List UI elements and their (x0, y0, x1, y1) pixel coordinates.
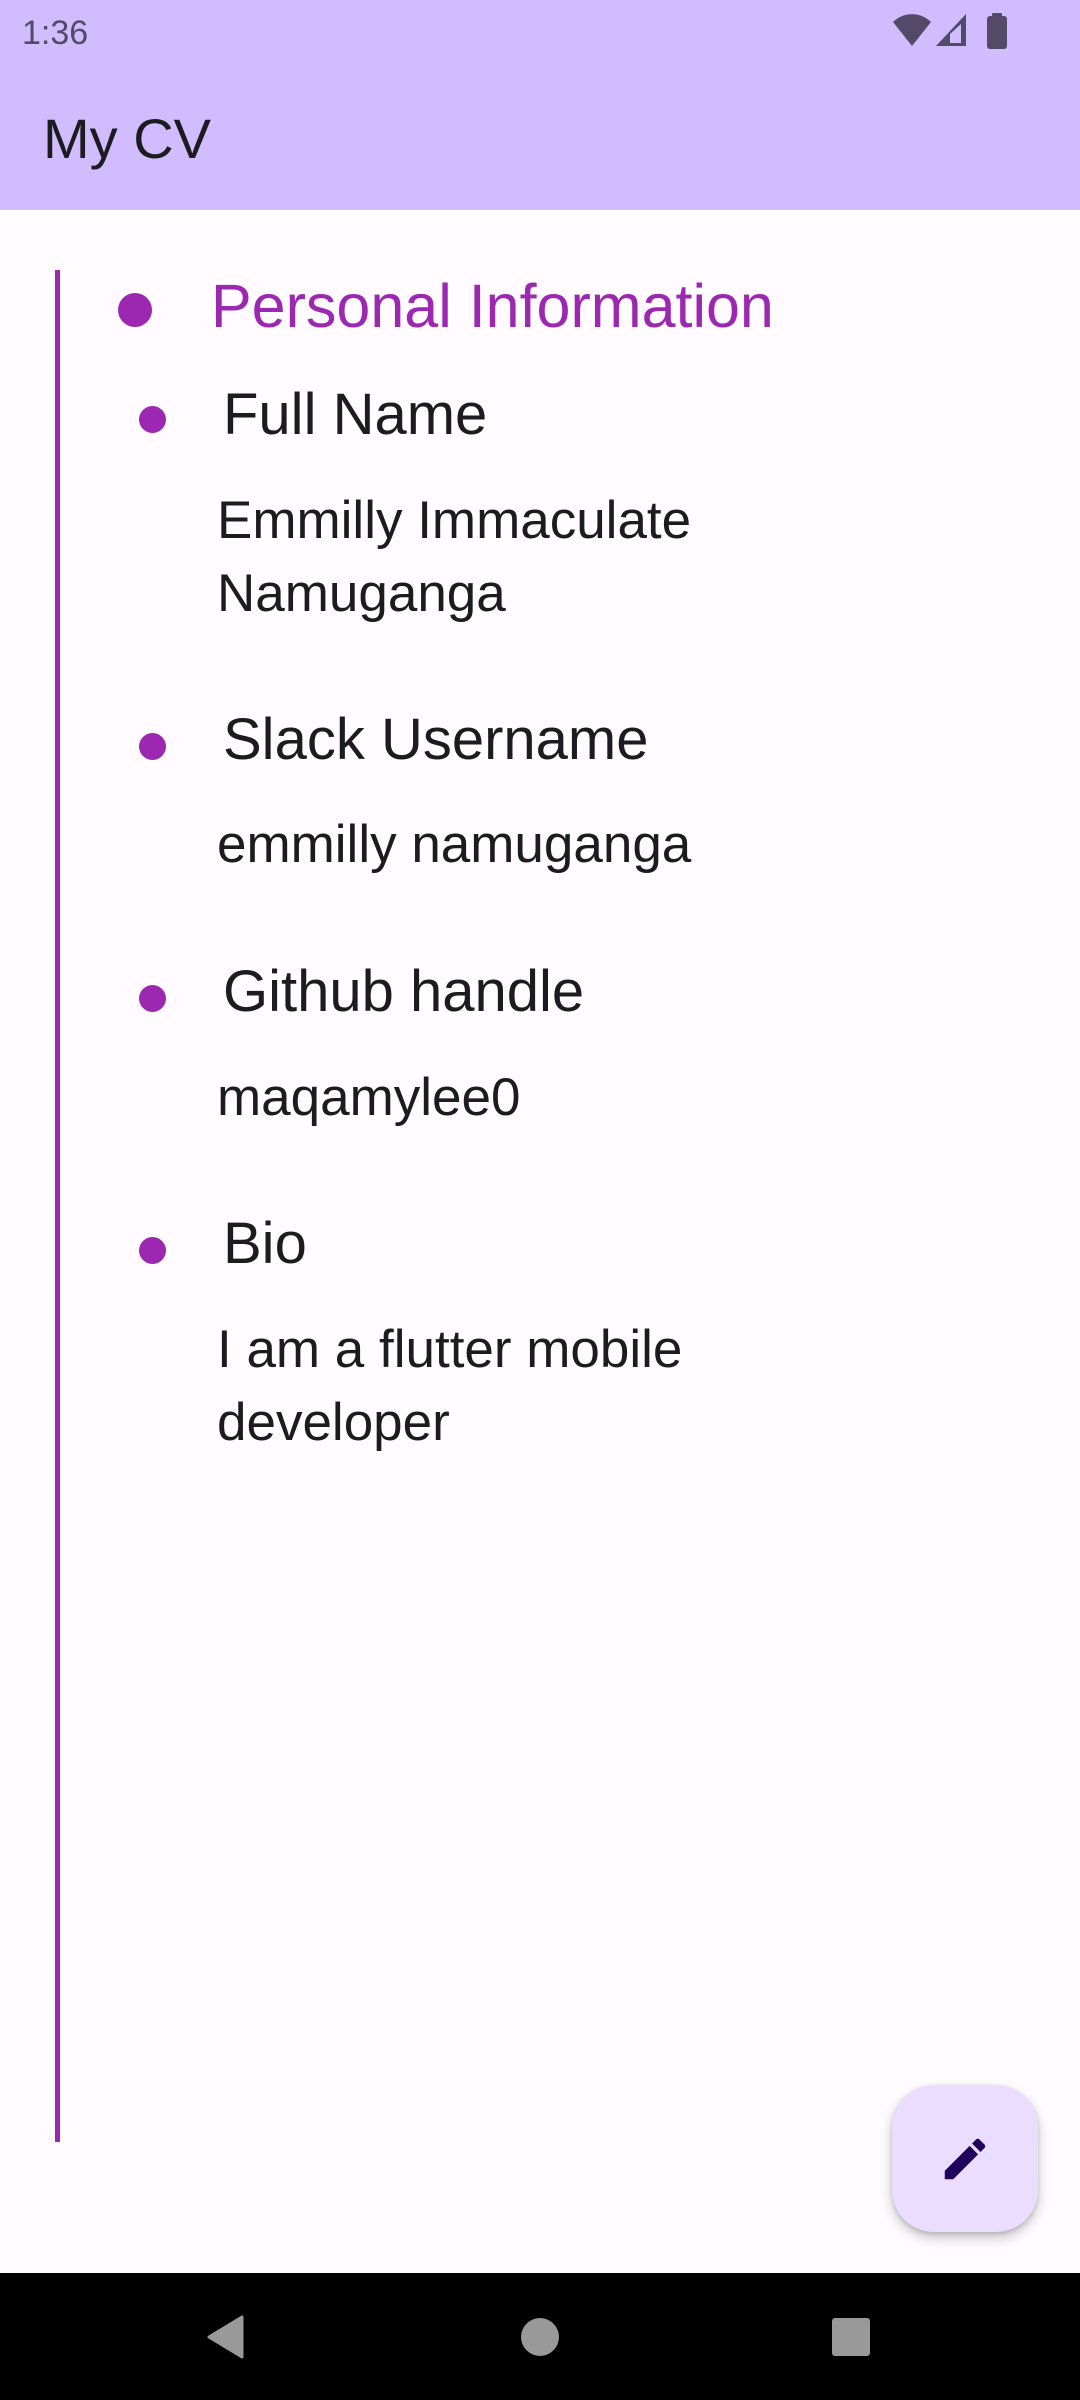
bullet-icon (139, 733, 166, 760)
cellular-signal-icon (936, 14, 966, 46)
entry-label: Github handle (223, 959, 585, 1024)
section-title: Personal Information (211, 272, 774, 340)
entry-label: Slack Username (223, 707, 649, 772)
bullet-icon (139, 406, 166, 433)
entry-value: Emmilly Immaculate Namuganga (217, 491, 692, 623)
system-nav-bar (0, 2273, 1080, 2400)
bullet-icon (139, 985, 166, 1012)
app-bar: My CV (0, 70, 1080, 210)
entry-value: emmilly namuganga (217, 815, 692, 874)
bullet-icon (139, 1237, 166, 1264)
entry-value: I am a flutter mobile developer (217, 1320, 683, 1452)
edit-pencil-icon (944, 2138, 986, 2179)
entry-label: Bio (223, 1211, 307, 1276)
back-icon[interactable] (205, 2315, 245, 2359)
entry-value: maqamylee0 (217, 1068, 521, 1127)
app-title: My CV (43, 107, 211, 170)
status-time: 1:36 (22, 14, 89, 52)
status-bar: 1:36 (0, 0, 1080, 70)
entry-label: Full Name (223, 382, 488, 447)
battery-icon (987, 13, 1007, 49)
recents-icon[interactable] (831, 2317, 871, 2357)
wifi-icon (893, 14, 931, 46)
timeline-line (55, 270, 60, 2142)
section-bullet-icon (118, 293, 152, 327)
home-icon[interactable] (520, 2317, 560, 2357)
edit-button[interactable] (892, 2085, 1038, 2232)
